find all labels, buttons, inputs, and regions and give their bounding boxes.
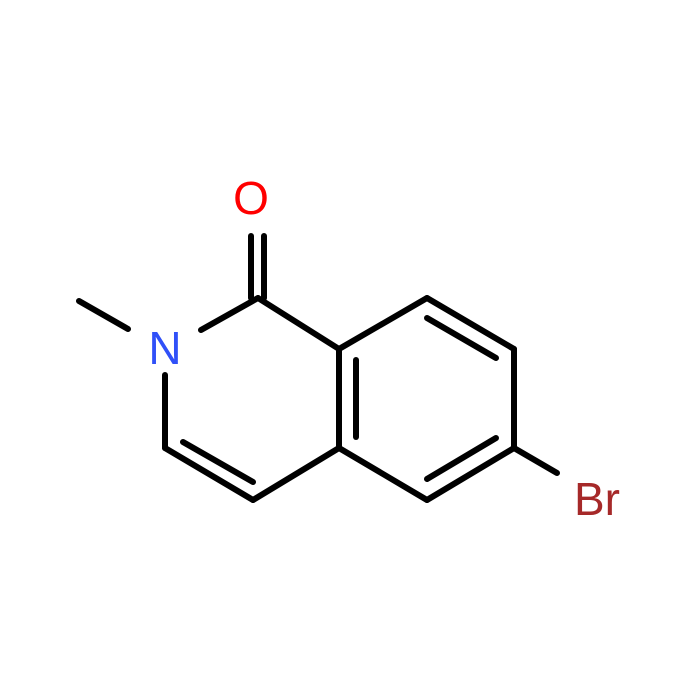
bond-c6-c5 — [424, 445, 517, 503]
bond-c1-n — [198, 295, 261, 333]
oxygen-atom-label: O — [233, 172, 269, 224]
bond-c5-c4a — [336, 445, 430, 503]
nitrogen-atom-label: N — [148, 322, 181, 374]
bond-c6-c5-inner — [424, 435, 499, 482]
bromine-atom-label: Br — [574, 473, 620, 525]
bond-c8a-c1 — [255, 295, 342, 352]
bond-c6-br — [511, 445, 560, 476]
bond-c8a-c8 — [336, 295, 430, 352]
bond-c3-c4 — [162, 445, 256, 503]
bonds — [76, 233, 560, 503]
bond-c3-c4-inner — [180, 439, 256, 485]
bond-n-methyl — [76, 298, 131, 332]
atom-labels: O N Br — [148, 172, 620, 525]
bond-c8-c7-inner — [424, 315, 499, 361]
bond-c8-c7 — [424, 295, 517, 352]
bond-c4-c4a — [250, 445, 342, 503]
